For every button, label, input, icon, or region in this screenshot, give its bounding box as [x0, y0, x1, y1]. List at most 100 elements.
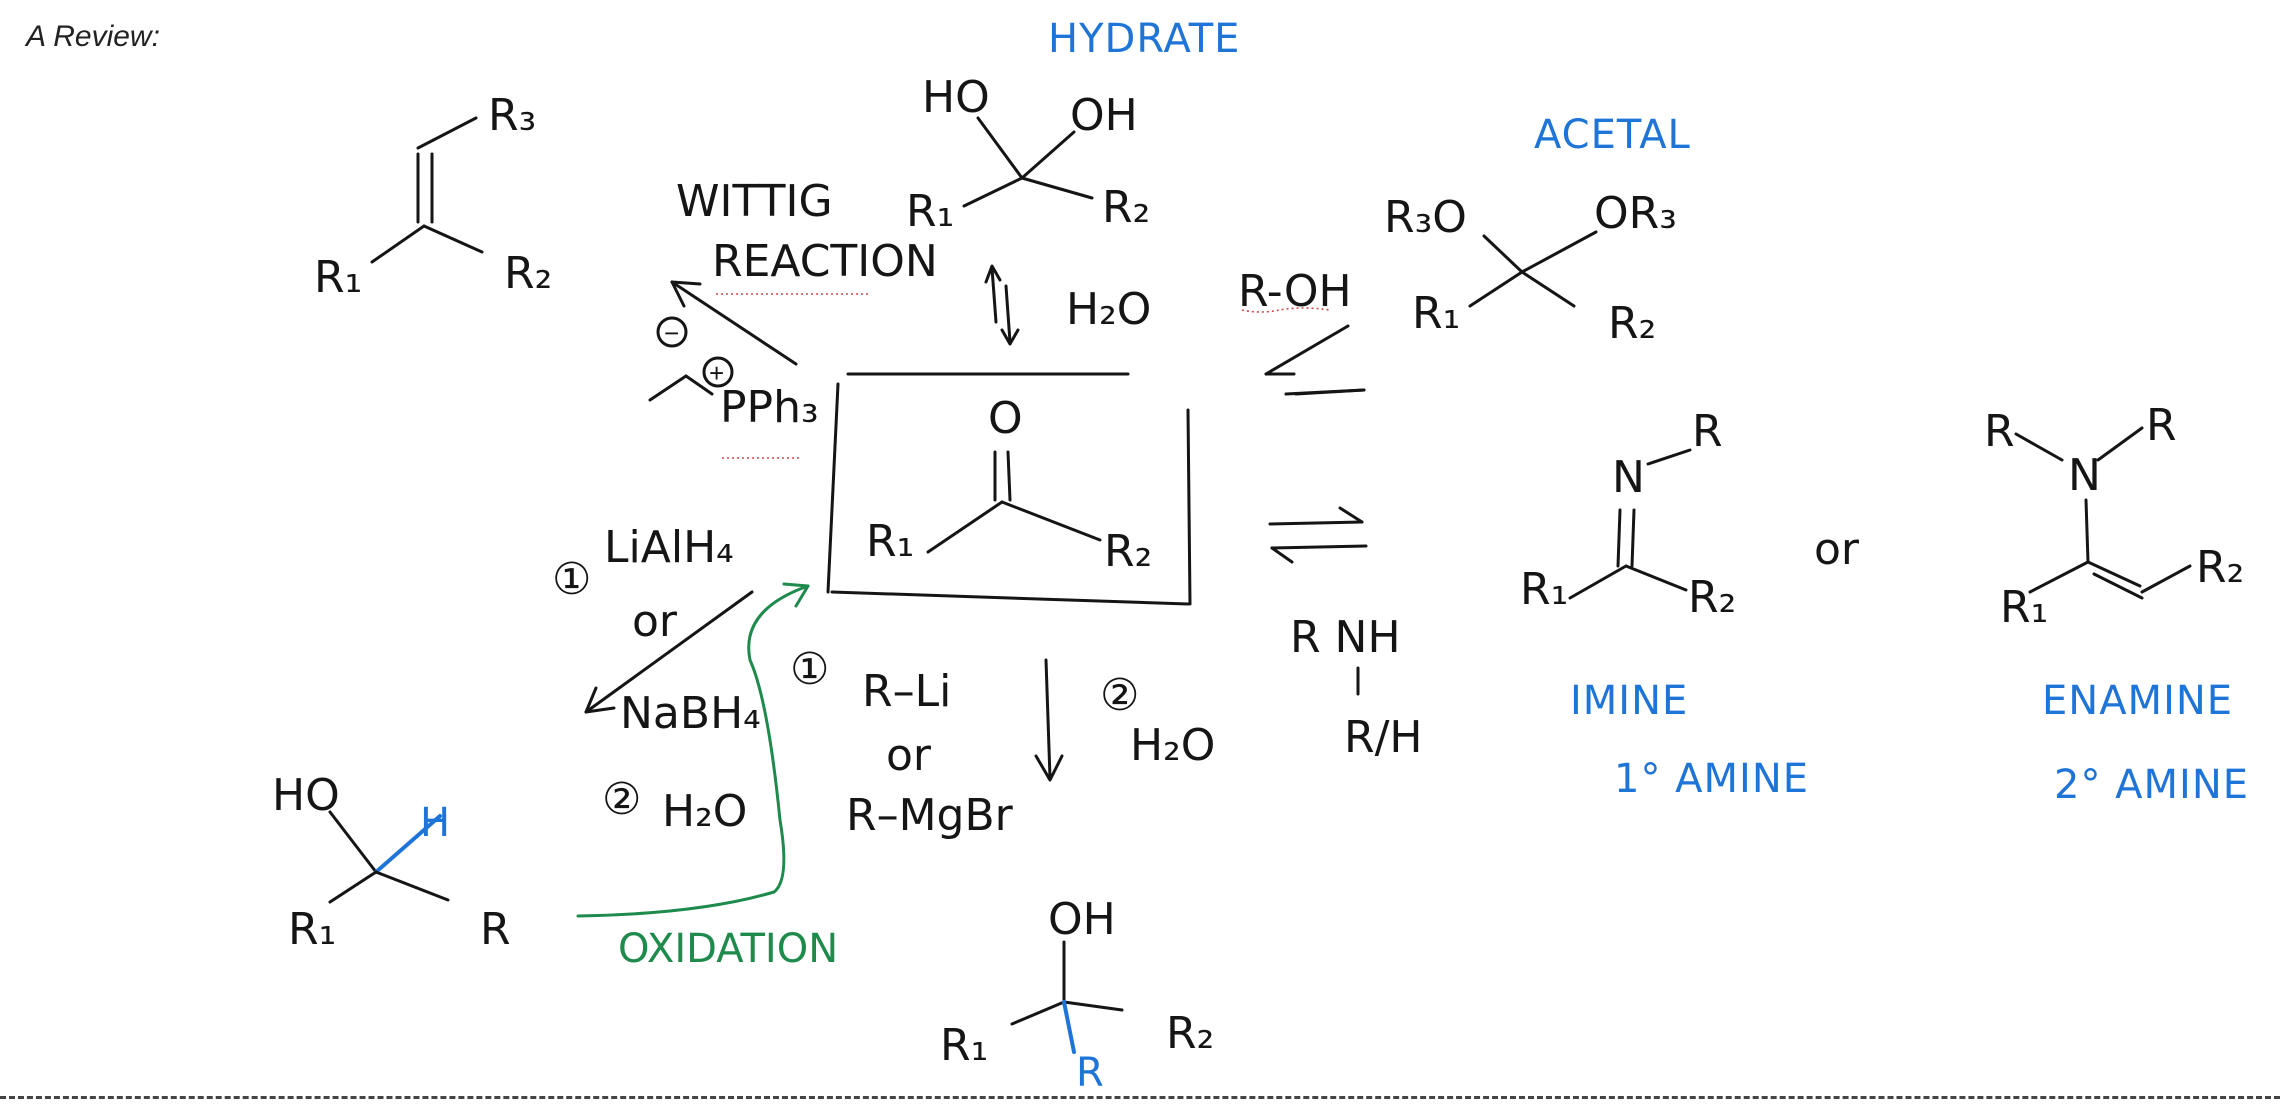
reduction-arrow	[584, 590, 754, 714]
enamine-r1: R₁	[2000, 582, 2048, 633]
reduction-step-1: ①	[552, 554, 591, 605]
oxidation-arrow	[576, 584, 810, 918]
enamine-double-bond-b	[2092, 572, 2144, 600]
acetal-r2: R₂	[1608, 298, 1656, 349]
tertiary-alcohol-molecule: OH R₁ R₂ R	[940, 894, 1214, 1090]
acetal-equilibrium-arrow	[1264, 324, 1366, 396]
carbonyl-bond-right	[1000, 500, 1102, 542]
grignard-step-2: ②	[1100, 670, 1139, 721]
imine-double-bond-b	[1630, 508, 1636, 568]
imine-r1: R₁	[1520, 564, 1568, 615]
reduction-reagent-nabh4: NaBH₄	[620, 688, 761, 739]
imine-molecule: N R R₁ R₂	[1520, 406, 1736, 623]
alkene-bond-r3	[416, 116, 478, 150]
carbonyl-double-bond-b	[1006, 450, 1012, 502]
imine-bond-r2	[1624, 564, 1688, 592]
hydrate-ho: HO	[922, 72, 990, 123]
imine-label: IMINE	[1570, 678, 1688, 724]
enamine-r2: R₂	[2196, 542, 2244, 593]
imine-bond-nr	[1646, 448, 1692, 466]
secondary-amine-label: 2° AMINE	[2054, 762, 2249, 808]
alcohol3-r2: R₂	[1166, 1008, 1214, 1059]
enamine-label: ENAMINE	[2042, 678, 2233, 724]
alkene-r3: R₃	[488, 90, 536, 141]
hydrate-label: HYDRATE	[1048, 16, 1240, 62]
alcohol2-r1: R₁	[288, 904, 336, 955]
hydrate-oh: OH	[1070, 90, 1138, 141]
carbonyl-oxygen: O	[988, 393, 1023, 444]
acetal-bond-or3	[1520, 230, 1598, 274]
carbonyl-bond-left	[926, 500, 1004, 554]
acetal-r3o: R₃O	[1384, 192, 1467, 243]
acetal-reagent-roh: R-OH	[1238, 266, 1352, 317]
reduction-step-2: ②	[602, 774, 641, 825]
amine-equilibrium-arrow	[1268, 506, 1368, 564]
alcohol3-bond-r	[1062, 1000, 1076, 1054]
enamine-molecule: R R N R₁ R₂	[1984, 400, 2244, 633]
secondary-alcohol-molecule: HO H R₁ R	[272, 770, 511, 955]
ylide-bond-2	[684, 374, 714, 396]
alcohol2-ho: HO	[272, 770, 340, 821]
acetal-r1: R₁	[1412, 288, 1460, 339]
acetal-molecule: R₃O OR₃ R₁ R₂	[1384, 188, 1677, 349]
enamine-bond-nrl	[2014, 432, 2064, 462]
ylide-bond-1	[648, 374, 688, 402]
alkene-r1: R₁	[314, 252, 362, 303]
hydrate-molecule: HO OH R₁ R₂	[906, 72, 1150, 237]
ylide-reagent: − + PPh₃	[648, 316, 819, 459]
grignard-or: or	[886, 730, 932, 781]
imine-r2: R₂	[1688, 572, 1736, 623]
grignard-step-1: ①	[790, 644, 829, 695]
hydrate-equilibrium-arrow	[984, 264, 1020, 346]
page-title: A Review:	[26, 20, 160, 53]
acetal-bond-r2	[1520, 270, 1576, 308]
alcohol2-bond-r	[374, 870, 450, 902]
enamine-n: N	[2068, 450, 2101, 501]
ylide-plus-charge: +	[709, 358, 724, 388]
alkene-molecule: R₃ R₁ R₂	[314, 90, 552, 303]
hydrate-r1: R₁	[906, 186, 954, 237]
alcohol2-r: R	[480, 904, 511, 955]
imine-double-bond-a	[1616, 508, 1622, 568]
hydrate-bond-ho	[976, 116, 1024, 180]
hydrate-bond-r1	[962, 176, 1024, 208]
carbonyl-box	[826, 372, 1192, 606]
enamine-r-right: R	[2146, 400, 2177, 451]
alkene-bond-r1	[370, 224, 426, 264]
ylide-minus-charge: −	[664, 318, 679, 348]
reduction-or: or	[632, 596, 678, 647]
alcohol3-bond-r1	[1010, 1000, 1066, 1026]
alcohol2-bond-r1	[328, 870, 378, 904]
page-divider	[0, 1096, 2280, 1099]
grignard-arrow	[1034, 658, 1064, 782]
acetal-or3: OR₃	[1594, 188, 1677, 239]
alcohol3-oh: OH	[1048, 894, 1116, 945]
hydrate-bond-r2	[1020, 176, 1094, 200]
oxidation-label: OXIDATION	[618, 926, 838, 972]
alkene-bond-r2	[422, 224, 484, 254]
alcohol2-bond-h	[374, 814, 442, 874]
carbonyl-molecule: O R₁ R₂	[826, 372, 1192, 606]
carbonyl-r1: R₁	[866, 516, 914, 567]
alcohol2-bond-ho	[328, 810, 378, 874]
amine-reagent-rnh: R NH	[1290, 612, 1401, 663]
acetal-bond-r1	[1468, 270, 1524, 308]
ylide-pph3: PPh₃	[720, 382, 819, 433]
hydrate-r2: R₂	[1102, 182, 1150, 233]
alcohol2-h: H	[420, 800, 451, 846]
grignard-reagent-rli: R–Li	[862, 666, 951, 717]
enamine-double-bond-a	[2086, 560, 2142, 588]
enamine-bond-r1	[2028, 560, 2090, 594]
alcohol3-r: R	[1076, 1050, 1105, 1090]
hydrate-reagent-h2o: H₂O	[1066, 284, 1151, 335]
wittig-label-1: WITTIG	[676, 176, 833, 227]
wittig-arrow	[670, 280, 798, 366]
alcohol3-r1: R₁	[940, 1020, 988, 1071]
amine-reagent-rh: R/H	[1344, 712, 1422, 763]
enamine-bond-nc	[2084, 498, 2090, 564]
oxidation-arrowhead	[782, 582, 810, 608]
alcohol3-bond-r2	[1062, 1000, 1124, 1012]
primary-amine-label: 1° AMINE	[1614, 756, 1809, 802]
acetal-label: ACETAL	[1534, 112, 1691, 158]
